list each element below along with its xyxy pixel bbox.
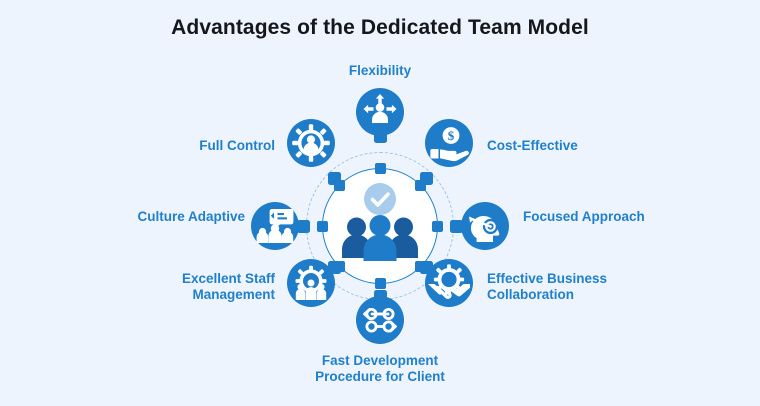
svg-text:$: $ [448, 128, 455, 143]
connector-tab-cost-effective [420, 172, 433, 185]
hand-holding-dollar-coin-icon: $ [430, 127, 469, 162]
hub-tab-ne [415, 180, 426, 191]
handshake-gear-icon [428, 264, 470, 299]
label-effective-business-collaboration: Effective Business Collaboration [487, 271, 608, 302]
hub-tab-nw [334, 180, 345, 191]
label-full-control: Full Control [199, 138, 275, 153]
connector-tab-culture-adaptive [297, 219, 310, 233]
label-flexibility: Flexibility [348, 63, 412, 78]
hub-tab-e [432, 220, 443, 232]
node-effective-business-collaboration[interactable] [425, 259, 473, 307]
gear-person-icon [292, 124, 330, 162]
label-excellent-staff-management: Excellent Staff Management [181, 271, 275, 302]
label-culture-adaptive: Culture Adaptive [137, 209, 245, 224]
label-cost-effective: Cost-Effective [487, 138, 578, 153]
connector-tab-full-control [328, 172, 341, 185]
node-full-control[interactable] [287, 119, 335, 167]
hub-tab-w [317, 220, 328, 232]
two-way-transfer-arrows-icon [363, 307, 397, 333]
label-focused-approach: Focused Approach [523, 209, 645, 224]
node-culture-adaptive[interactable] [251, 202, 299, 250]
node-focused-approach[interactable] [461, 202, 509, 250]
node-cost-effective[interactable]: $ [425, 119, 473, 167]
node-excellent-staff-management[interactable] [287, 259, 335, 307]
team-group-check-icon [342, 182, 418, 262]
person-four-direction-arrows-icon [363, 94, 397, 123]
head-target-arrow-icon [469, 216, 500, 242]
people-gear-icon [295, 265, 327, 300]
hub-tab-s [374, 278, 386, 289]
connector-tab-focused-approach [450, 219, 463, 233]
hub-tab-n [374, 163, 386, 174]
label-fast-development-procedure-for-client: Fast Development Procedure for Client [315, 353, 445, 384]
node-fast-development-procedure-for-client[interactable] [356, 296, 404, 344]
page-title: Advantages of the Dedicated Team Model [171, 16, 589, 39]
people-speech-bubble-icon [256, 209, 294, 243]
node-flexibility[interactable] [356, 88, 404, 136]
